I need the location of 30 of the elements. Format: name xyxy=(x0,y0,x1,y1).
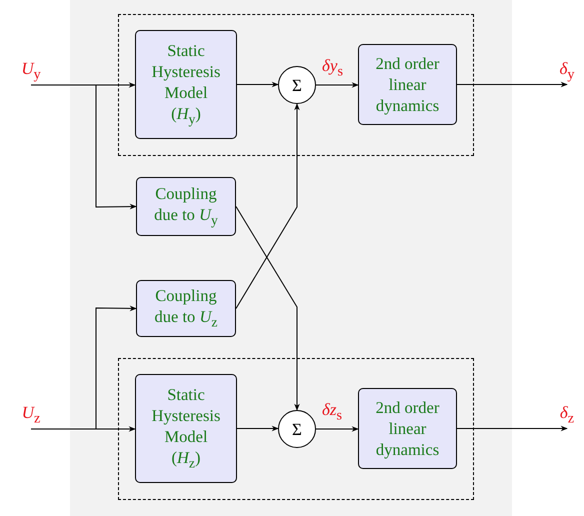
process-box xyxy=(136,177,236,236)
node-text: 2nd order linear dynamics xyxy=(374,53,440,116)
process-box xyxy=(135,374,237,483)
sum-symbol: Σ xyxy=(292,418,302,440)
signal-label: U$_{y}$ xyxy=(21,59,41,85)
arrow xyxy=(236,103,300,309)
signal-label: δ$_{z}$ xyxy=(560,403,574,429)
process-box xyxy=(358,388,457,469)
arrow xyxy=(456,426,568,432)
dashed-frame xyxy=(118,14,474,156)
node-text: 2nd order linear dynamics xyxy=(374,397,440,460)
signal-label: δ$_{y}$ xyxy=(560,59,574,85)
arrow xyxy=(316,82,359,88)
process-box xyxy=(358,44,457,125)
arrow xyxy=(236,82,279,88)
process-box xyxy=(136,280,236,337)
node-text: Coupling due to U$_{z}$ xyxy=(154,284,218,332)
edge-label: δy$_{s}$ xyxy=(322,56,343,80)
arrow xyxy=(236,206,300,411)
process-box xyxy=(135,30,237,139)
dashed-frame xyxy=(118,358,474,500)
node-text: Static Hysteresis Model (H$_{z}$) xyxy=(150,384,222,472)
arrow xyxy=(456,82,568,88)
edge-label: δz$_{s}$ xyxy=(322,400,342,424)
signal-label: U$_{z}$ xyxy=(22,403,40,429)
node-text: Coupling due to U$_{y}$ xyxy=(153,182,219,230)
sum-symbol: Σ xyxy=(292,74,302,96)
node-text: Static Hysteresis Model (H$_{y}$) xyxy=(150,40,222,128)
arrow xyxy=(236,426,279,432)
arrow xyxy=(316,426,359,432)
